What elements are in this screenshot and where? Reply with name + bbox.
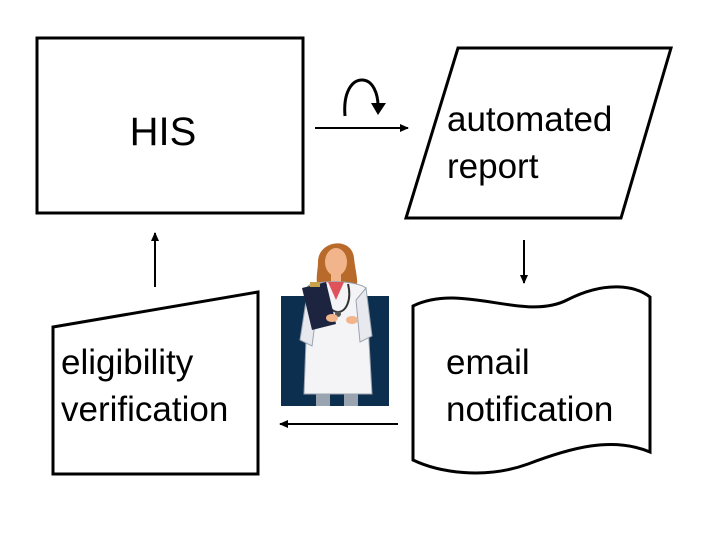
curved-loop-arrow-icon (343, 78, 386, 117)
his-label: HIS (130, 110, 197, 154)
automated-report-line2: report (447, 147, 539, 186)
automated-report-shape: automated report (403, 46, 674, 220)
automated-report-line1: automated (447, 100, 612, 139)
email-notification-line1: email (446, 343, 530, 382)
eligibility-verification-shape: eligibility verification (51, 290, 260, 476)
his-process-box: HIS (35, 36, 305, 215)
doctor-clipart-icon (281, 243, 389, 406)
email-notification-line2: notification (446, 390, 613, 429)
email-notification-shape: email notification (411, 285, 652, 475)
eligibility-verification-line1: eligibility (61, 343, 194, 382)
eligibility-verification-line2: verification (61, 390, 228, 429)
